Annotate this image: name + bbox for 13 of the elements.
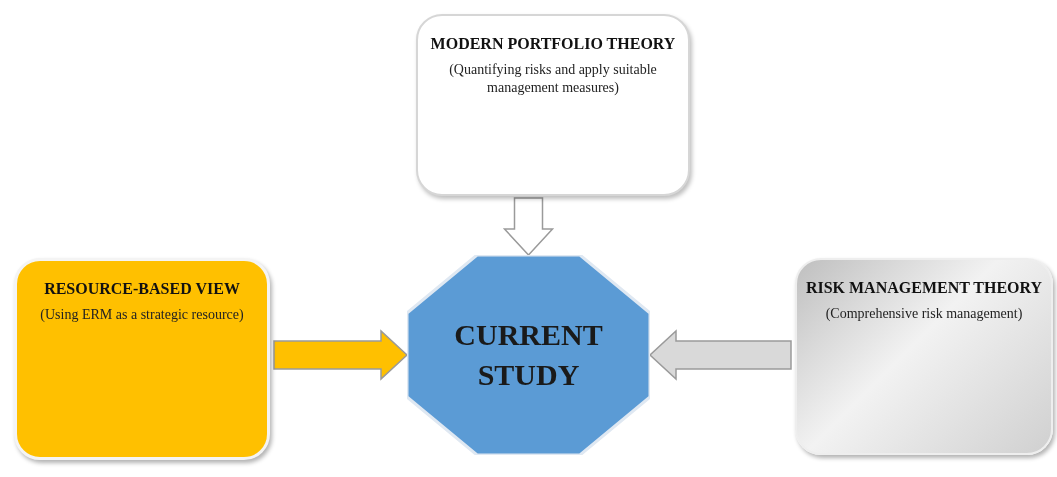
box-title: RISK MANAGEMENT THEORY [805, 278, 1043, 298]
box-title: RESOURCE-BASED VIEW [44, 279, 240, 299]
box-description: (Quantifying risks and apply suitable management measures) [448, 61, 658, 98]
box-description: (Comprehensive risk management) [825, 305, 1023, 324]
theory-box [795, 258, 1053, 455]
box-title: MODERN PORTFOLIO THEORY [430, 34, 676, 54]
node-title: CURRENT STUDY [453, 316, 604, 393]
box-description: (Using ERM as a strategic resource) [40, 306, 244, 325]
block-arrow [273, 329, 409, 381]
block-arrow [648, 329, 792, 381]
theory-box [416, 14, 690, 196]
block-arrow [502, 197, 555, 257]
theory-box [14, 258, 270, 460]
